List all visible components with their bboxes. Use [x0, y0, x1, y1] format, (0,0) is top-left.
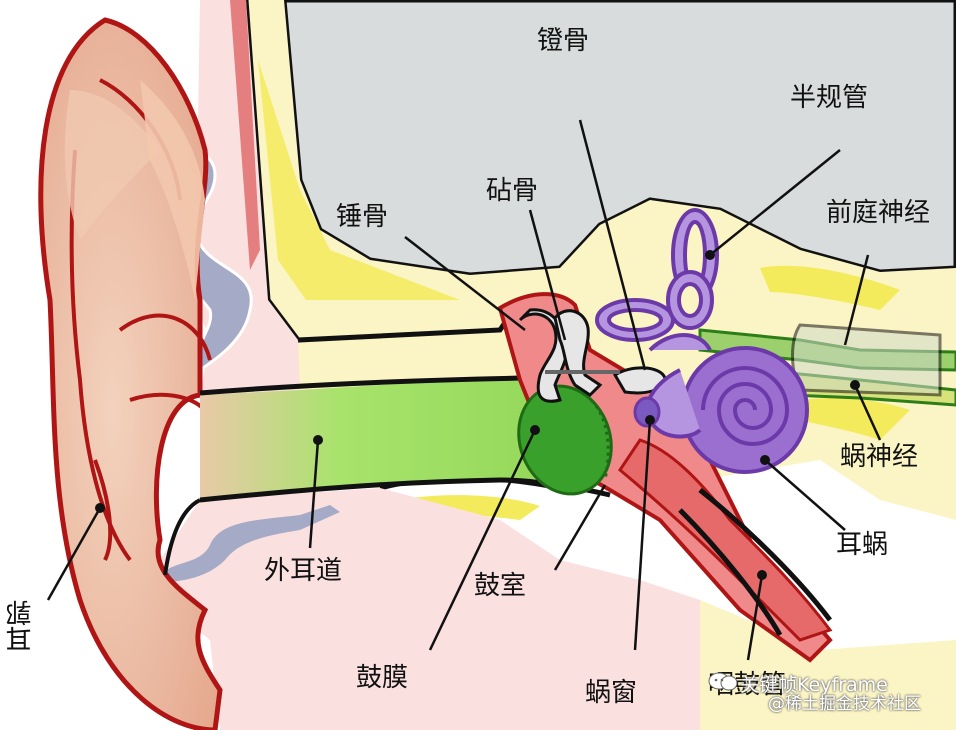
pinna-light-fold — [64, 90, 160, 240]
watermark-logo-icon — [708, 672, 738, 691]
label-auricle: 耳郭 — [6, 600, 36, 652]
eustachian-tube-outer-line — [698, 488, 832, 622]
eustachian-tube — [618, 438, 833, 642]
watermark-line1: 关键帧Keyframe — [740, 674, 888, 696]
pinna-concha — [93, 459, 113, 561]
watermark-line2: @稀土掘金技术社区 — [768, 693, 921, 714]
label-stapes: 镫骨 — [537, 26, 590, 56]
pinna-shadow — [140, 80, 205, 300]
soft-tissue-right — [700, 600, 956, 730]
ear-canal-floor — [163, 498, 202, 576]
watermark: 关键帧Keyframe @稀土掘金技术社区 — [706, 674, 921, 714]
bone-yellow-right — [760, 265, 900, 310]
bone-yellow-right-lower — [800, 398, 910, 440]
ear-canal — [200, 380, 600, 498]
nerve-sheath — [791, 323, 942, 397]
label-eardrum: 鼓膜 — [356, 663, 409, 693]
label-tympanic-cavity: 鼓室 — [474, 571, 527, 601]
eardrum-dotted-edge — [574, 386, 610, 481]
cartilage-lower — [160, 505, 340, 582]
eustachian-tube-inner-line — [678, 508, 783, 637]
label-vestibular-nerve: 前庭神经 — [826, 198, 931, 228]
incus-bone — [553, 309, 603, 397]
label-round-window: 蜗窗 — [585, 678, 638, 708]
soft-tissue — [160, 488, 700, 730]
red-vessel-upper — [230, 0, 260, 270]
label-incus: 砧骨 — [486, 176, 539, 206]
leader-dots — [95, 250, 860, 580]
label-malleus: 锤骨 — [336, 202, 389, 232]
bone-yellow-bottom — [410, 495, 540, 520]
bone-yellow-upper — [258, 60, 460, 300]
label-cochlea: 耳蜗 — [836, 530, 889, 560]
label-cochlear-nerve: 蜗神经 — [840, 442, 919, 472]
label-ear-canal: 外耳道 — [264, 556, 343, 586]
label-semicircular-canals: 半规管 — [790, 83, 869, 113]
semicircular-canals — [595, 208, 719, 352]
ear-canal-upper-wall — [199, 375, 526, 396]
cochlea — [645, 346, 809, 474]
leader-lines — [46, 119, 882, 661]
